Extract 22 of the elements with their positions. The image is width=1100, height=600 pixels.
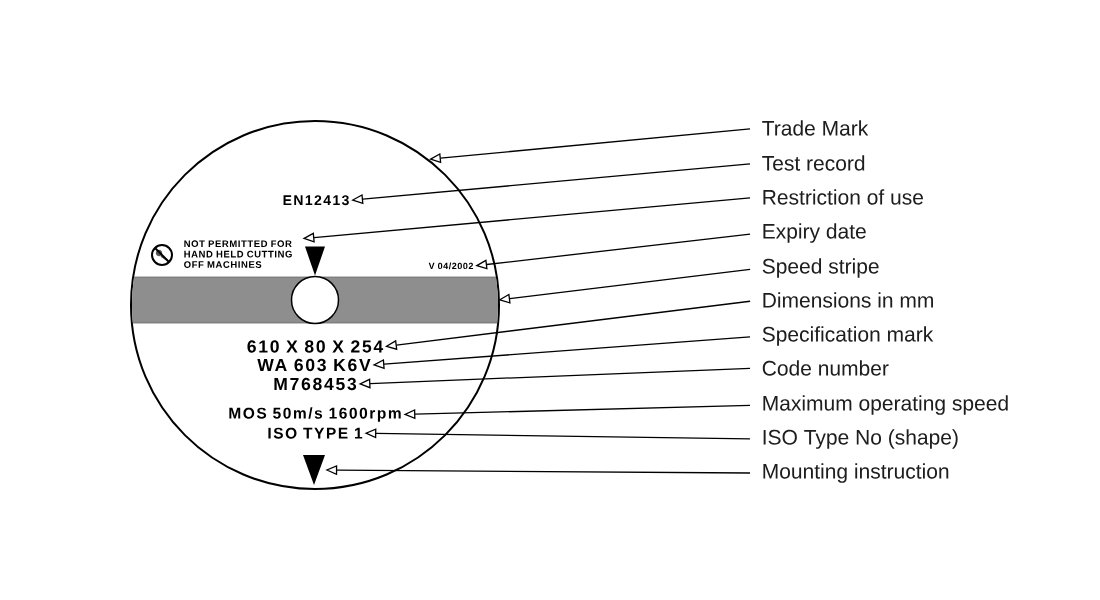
wheel-disc bbox=[130, 120, 500, 490]
warning-text: NOT PERMITTED FOR HAND HELD CUTTING OFF MACHINES bbox=[184, 240, 292, 268]
callout-label: Mounting instruction bbox=[763, 463, 949, 483]
callout-label: Expiry date bbox=[763, 223, 866, 243]
callout-label: Dimensions in mm bbox=[763, 292, 933, 308]
callout-label: Maximum operating speed bbox=[763, 395, 1008, 415]
wheel-text: WA 603 K6V bbox=[257, 358, 371, 372]
callout-label: Code number bbox=[762, 360, 889, 376]
wheel-text: MOS 50m/s 1600rpm bbox=[229, 407, 401, 422]
wheel-text: M768453 bbox=[274, 377, 357, 391]
callout-label: Specification mark bbox=[762, 326, 934, 346]
wheel-text: ISO TYPE 1 bbox=[268, 427, 363, 439]
wheel-text: 610 X 80 X 254 bbox=[247, 340, 384, 353]
wheel-text: V 04/2002 bbox=[428, 262, 474, 270]
callout-label: ISO Type No (shape) bbox=[763, 429, 958, 449]
callout-label: Restriction of use bbox=[763, 189, 923, 205]
wheel-text: EN12413 bbox=[283, 195, 349, 206]
callout-label: Trade Mark bbox=[762, 120, 869, 136]
triangle-mark bbox=[305, 246, 325, 276]
triangle-mark bbox=[303, 455, 325, 485]
callout-label: Speed stripe bbox=[762, 258, 879, 278]
callout-label: Test record bbox=[762, 155, 865, 171]
